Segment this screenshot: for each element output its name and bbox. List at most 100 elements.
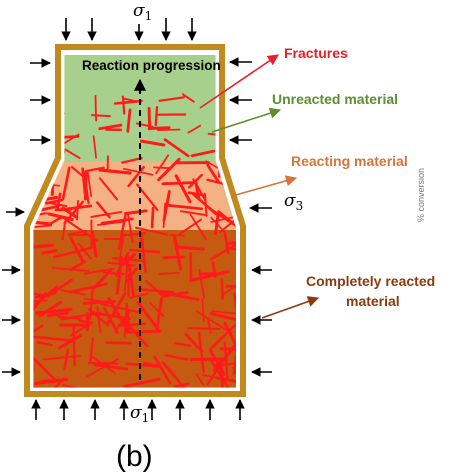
edge-axis-text: % conversion	[416, 168, 426, 222]
stress-arrows	[2, 18, 272, 420]
fracture-line	[228, 117, 236, 121]
inner-border	[32, 52, 238, 389]
fracture-line	[139, 139, 166, 147]
fracture-line	[157, 290, 200, 301]
fracture-line	[72, 324, 76, 367]
fracture-line	[77, 242, 92, 260]
fracture-line	[226, 239, 236, 246]
fracture-line	[120, 253, 136, 267]
fracture-line	[150, 206, 155, 229]
fracture-line	[214, 213, 220, 235]
fracture-line	[57, 333, 83, 350]
fracture-line	[123, 377, 161, 388]
unreacted-zone	[33, 55, 236, 162]
sigma-side-label: σ3	[284, 191, 303, 213]
fracture-line	[39, 204, 60, 212]
fracture-line	[123, 209, 148, 216]
fracture-line	[33, 335, 75, 342]
reacted-pointer	[261, 296, 320, 319]
fracture-line	[78, 319, 93, 325]
unreacted-material-label: Unreacted material	[272, 91, 398, 107]
fracture-line	[53, 246, 94, 259]
fracture-line	[187, 124, 202, 134]
unreacted-pointer	[211, 107, 282, 133]
fracture-line	[94, 94, 97, 122]
fracture-line	[94, 363, 129, 371]
fracture-line	[135, 226, 169, 236]
fracture-line	[83, 297, 103, 303]
fracture-line	[209, 312, 236, 322]
fracture-line	[68, 230, 88, 236]
fracture-line	[96, 306, 102, 333]
fracture-line	[92, 135, 97, 159]
fracture-line	[187, 327, 221, 330]
fracture-line	[209, 243, 236, 261]
fracture-line	[126, 108, 132, 133]
fracture-line	[64, 218, 99, 242]
fracture-line	[63, 348, 70, 371]
material-zones	[33, 55, 236, 388]
fracture-line	[223, 341, 229, 380]
fracture-line	[153, 355, 172, 385]
fracture-line	[163, 138, 190, 158]
fracture-line	[44, 198, 63, 205]
fracture-line	[64, 148, 81, 160]
fracture-line	[68, 282, 108, 294]
fracture-line	[33, 324, 44, 342]
fracture-line	[123, 97, 137, 103]
fracture-line	[140, 233, 147, 273]
fracture-line	[100, 303, 139, 313]
fracture-line	[201, 298, 205, 322]
fracture-line	[35, 118, 57, 124]
fracture-line	[86, 166, 105, 172]
fracture-line	[208, 324, 236, 351]
fracture-line	[155, 297, 163, 334]
fracture-line	[175, 245, 205, 251]
fracture-line	[123, 267, 128, 292]
fracture-line	[149, 302, 165, 318]
fracture-line	[128, 265, 135, 298]
fracture-line	[127, 212, 134, 244]
fracture-line	[47, 212, 74, 221]
sample-container	[24, 44, 246, 397]
fracture-line	[169, 234, 185, 237]
fracture-line	[221, 281, 236, 297]
fracture-line	[33, 285, 59, 310]
fracture-line	[172, 234, 183, 271]
fracture-line	[97, 220, 125, 226]
fracture-line	[33, 354, 56, 381]
fracture-line	[206, 163, 220, 183]
fracture-line	[190, 149, 216, 158]
fracture-line	[219, 360, 225, 388]
fracture-line	[34, 291, 57, 299]
fracture-line	[178, 218, 203, 236]
fracture-line	[211, 310, 236, 315]
fracture-line	[84, 180, 90, 205]
fracture-line	[125, 329, 162, 334]
fracture-line	[154, 106, 159, 127]
reacting-material-label: Reacting material	[291, 153, 408, 169]
fracture-line	[147, 126, 171, 130]
fracture-line	[161, 361, 186, 388]
fracture-line	[162, 255, 185, 260]
fracture-line	[121, 156, 143, 164]
reaction-progression-label: Reaction progression	[82, 58, 221, 73]
fracture-line	[61, 166, 71, 201]
fracture-line	[121, 95, 126, 115]
sigma-top-label: σ1	[133, 1, 152, 23]
sigma-bottom-label: σ1	[130, 403, 149, 425]
fracture-line	[162, 190, 171, 222]
reacted-material-label-line1: Completely reacted	[306, 273, 435, 289]
fracture-line	[102, 306, 119, 334]
fracture-line	[223, 321, 236, 347]
fracture-line	[113, 99, 143, 105]
fracture-line	[232, 336, 236, 376]
fracture-line	[69, 236, 85, 263]
fracture-line	[43, 354, 82, 361]
reacted-material-label-line2: material	[346, 293, 400, 309]
fracture-line	[158, 96, 185, 102]
fracture-line	[208, 207, 234, 225]
fracture-line	[127, 165, 145, 188]
fracture-line	[89, 337, 95, 363]
